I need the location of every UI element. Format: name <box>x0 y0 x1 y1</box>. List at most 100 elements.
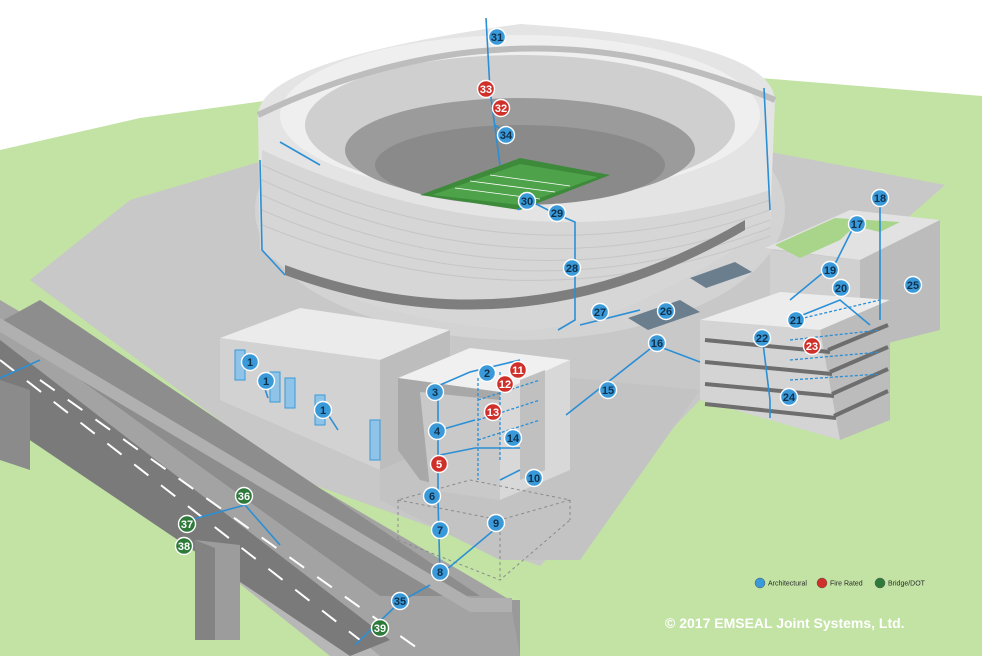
joint-marker: 33 <box>476 79 496 99</box>
marker-number: 8 <box>437 567 443 579</box>
marker-circle <box>234 486 254 506</box>
marker-circle <box>847 214 867 234</box>
marker-circle <box>240 352 260 372</box>
marker-circle <box>370 618 390 638</box>
marker-number: 23 <box>806 341 818 353</box>
marker-circle <box>752 328 772 348</box>
marker-number: 27 <box>594 307 606 319</box>
joint-marker: 22 <box>752 328 772 348</box>
marker-circle <box>483 402 503 422</box>
marker-number: 25 <box>907 280 919 292</box>
joint-marker: 27 <box>590 302 610 322</box>
marker-circle <box>598 380 618 400</box>
marker-circle <box>495 374 515 394</box>
highway-bridge <box>0 300 520 656</box>
marker-number: 16 <box>651 338 663 350</box>
joint-marker: 6 <box>422 486 442 506</box>
marker-number: 15 <box>602 385 614 397</box>
marker-number: 1 <box>320 405 326 417</box>
marker-number: 26 <box>660 306 672 318</box>
marker-circle <box>503 428 523 448</box>
marker-circle <box>487 27 507 47</box>
copyright-text: © 2017 EMSEAL Joint Systems, Ltd. <box>665 615 905 631</box>
joint-marker: 38 <box>174 536 194 556</box>
marker-number: 32 <box>495 103 507 115</box>
marker-circle <box>524 468 544 488</box>
marker-circle <box>422 486 442 506</box>
joint-marker: 3 <box>425 382 445 402</box>
marker-circle <box>870 188 890 208</box>
marker-circle <box>390 591 410 611</box>
legend-swatch <box>874 577 886 589</box>
marker-number: 37 <box>181 519 193 531</box>
marker-circle <box>508 360 528 380</box>
marker-number: 12 <box>499 379 511 391</box>
joint-marker: 20 <box>831 278 851 298</box>
marker-number: 29 <box>551 208 563 220</box>
legend-swatch <box>816 577 828 589</box>
marker-number: 9 <box>493 518 499 530</box>
joint-marker: 8 <box>430 562 450 582</box>
joint-marker: 11 <box>508 360 528 380</box>
marker-circle <box>427 421 447 441</box>
marker-circle <box>496 125 516 145</box>
marker-circle <box>430 562 450 582</box>
marker-number: 34 <box>500 130 513 142</box>
marker-layer: 1112345678910111213141516171819202122232… <box>174 27 923 638</box>
marker-number: 14 <box>507 433 520 445</box>
marker-circle <box>177 514 197 534</box>
joint-marker: 13 <box>483 402 503 422</box>
marker-number: 36 <box>238 491 250 503</box>
marker-circle <box>590 302 610 322</box>
joint-marker: 36 <box>234 486 254 506</box>
marker-number: 3 <box>432 387 438 399</box>
joint-marker: 34 <box>496 125 516 145</box>
marker-number: 5 <box>436 459 442 471</box>
marker-number: 39 <box>374 623 386 635</box>
marker-number: 21 <box>790 315 802 327</box>
marker-number: 4 <box>434 426 441 438</box>
joint-marker: 23 <box>802 336 822 356</box>
joint-marker: 2 <box>477 363 497 383</box>
marker-number: 38 <box>178 541 190 553</box>
marker-circle <box>647 333 667 353</box>
joint-marker: 15 <box>598 380 618 400</box>
joint-marker: 5 <box>429 454 449 474</box>
marker-circle <box>477 363 497 383</box>
legend-label: Bridge/DOT <box>888 581 926 588</box>
marker-circle <box>656 301 676 321</box>
marker-number: 1 <box>263 376 269 388</box>
joint-marker: 1 <box>256 371 276 391</box>
joint-marker: 25 <box>903 275 923 295</box>
marker-number: 24 <box>783 392 796 404</box>
joint-marker: 32 <box>491 98 511 118</box>
legend-label: Architectural <box>768 581 807 588</box>
marker-circle <box>425 382 445 402</box>
marker-number: 17 <box>851 219 863 231</box>
legend-label: Fire Rated <box>830 581 863 588</box>
joint-marker: 39 <box>370 618 390 638</box>
joint-marker: 26 <box>656 301 676 321</box>
marker-circle <box>174 536 194 556</box>
marker-circle <box>547 203 567 223</box>
marker-circle <box>486 513 506 533</box>
legend-item: Architectural <box>754 577 807 589</box>
joint-marker: 19 <box>820 260 840 280</box>
joint-marker: 7 <box>430 520 450 540</box>
joint-marker: 30 <box>517 191 537 211</box>
marker-circle <box>430 520 450 540</box>
joint-marker: 28 <box>562 258 582 278</box>
marker-number: 22 <box>756 333 768 345</box>
stadium <box>255 24 785 340</box>
marker-circle <box>802 336 822 356</box>
marker-circle <box>562 258 582 278</box>
green-roof <box>775 218 900 258</box>
joint-marker: 17 <box>847 214 867 234</box>
joint-marker: 16 <box>647 333 667 353</box>
joint-marker: 10 <box>524 468 544 488</box>
marker-circle <box>517 191 537 211</box>
marker-number: 6 <box>429 491 435 503</box>
marker-number: 11 <box>512 365 524 377</box>
marker-circle <box>820 260 840 280</box>
